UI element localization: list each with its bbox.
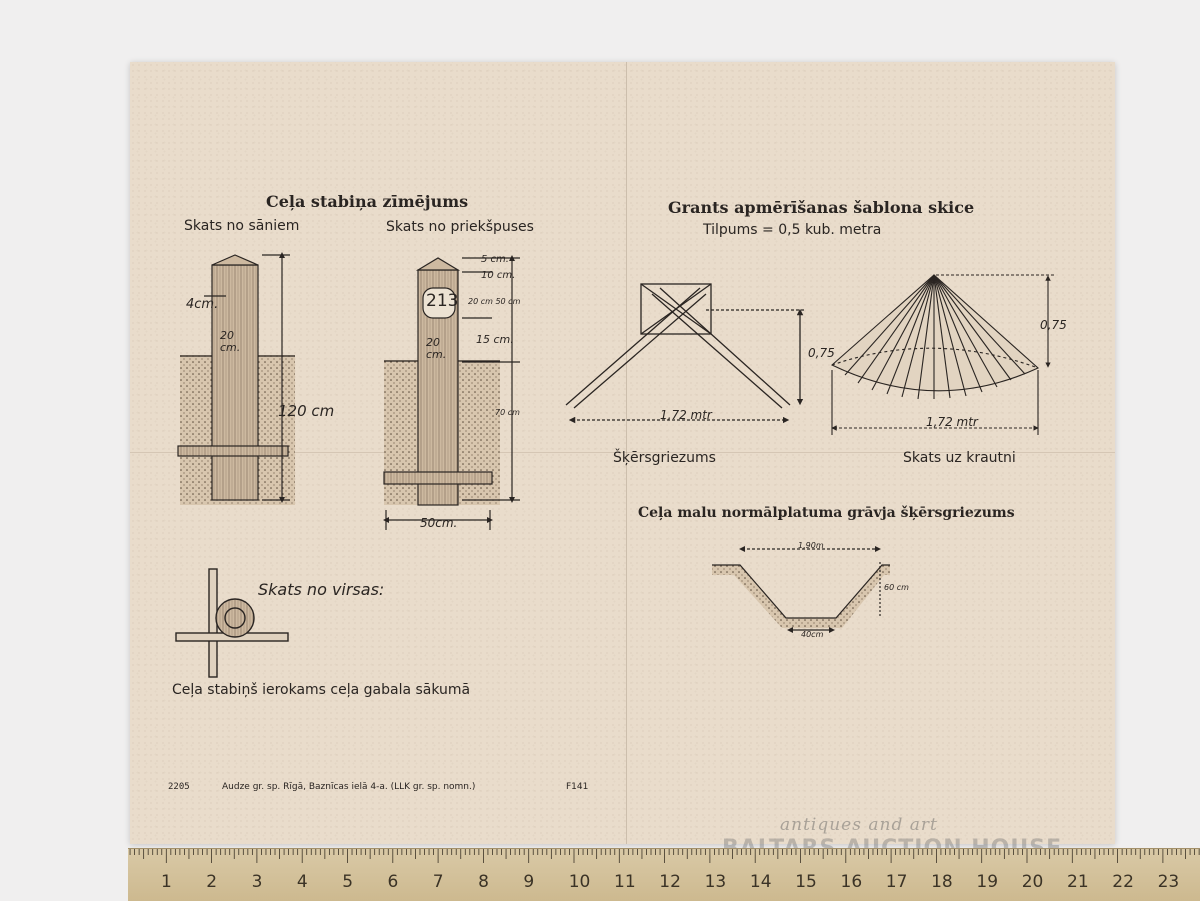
watermark-tagline: antiques and art (780, 815, 938, 835)
dim-20cm-front: 20 cm. (426, 336, 447, 361)
ruler-number: 8 (478, 872, 489, 892)
gravel-pile-view (831, 274, 1056, 435)
fold-line-horizontal (130, 452, 1115, 453)
ruler-number: 6 (387, 872, 399, 892)
front-view-label: Skats no priekšpuses (386, 219, 534, 235)
dim-50cm: 50cm. (420, 516, 458, 530)
ditch-bottom-width: 40cm (801, 630, 824, 639)
dim-5cm: 5 cm. (481, 254, 509, 265)
pile-width-label: 1,72 mtr (926, 415, 978, 429)
post-caption: Ceļa stabiņš ierokams ceļa gabala sākumā (172, 682, 471, 698)
dim-70cm: 70 cm (495, 408, 520, 417)
measuring-ruler: 123456789101112131415161718192021222324 (128, 848, 1200, 901)
ruler-number: 14 (749, 872, 772, 892)
top-view-label: Skats no virsas: (258, 580, 385, 599)
ruler-number: 9 (523, 872, 535, 892)
fold-line-vertical (626, 62, 627, 844)
dim-20cm-side: 20 cm. (220, 329, 241, 354)
pile-height-label: 0,75 (1040, 318, 1067, 332)
side-view-label: Skats no sāniem (184, 218, 300, 234)
ruler-number: 23 (1157, 872, 1180, 892)
ruler-number: 20 (1021, 872, 1044, 892)
cross-section-label: Šķērsgriezums (613, 450, 716, 466)
dim-10cm: 10 cm. (481, 270, 516, 281)
footer-form: F141 (566, 782, 589, 792)
document-sheet (130, 62, 1115, 844)
ruler-number: 11 (614, 872, 636, 892)
dim-20-50: 20 cm 50 cm (468, 297, 521, 306)
ruler-number: 1 (161, 872, 172, 892)
footer-printer: Audze gr. sp. Rīgā, Baznīcas ielā 4-a. (… (222, 782, 476, 792)
ditch-top-width: 1,90m (798, 541, 824, 550)
post-number: 213 (426, 291, 459, 311)
footer-code: 2205 (168, 782, 190, 792)
ruler-number: 4 (296, 872, 308, 892)
ditch-cross-section (712, 546, 890, 633)
post-drawing-title: Ceļa stabiņa zīmējums (266, 192, 469, 211)
ruler-number: 15 (795, 872, 817, 892)
ruler-number: 21 (1067, 872, 1089, 892)
ruler-number: 17 (885, 872, 908, 892)
ruler-ticks (129, 849, 1200, 863)
dim-15cm: 15 cm. (476, 333, 514, 346)
gravel-volume-subtitle: Tilpums = 0,5 kub. metra (703, 222, 882, 238)
ruler-number: 18 (931, 872, 953, 892)
ruler-number: 13 (704, 872, 727, 892)
ditch-depth: 60 cm (884, 583, 909, 592)
ruler-number: 10 (568, 872, 591, 892)
side-view-drawing (177, 252, 295, 505)
top-view-drawing (175, 568, 289, 678)
ruler-number: 3 (251, 872, 263, 892)
dim-4cm: 4cm. (186, 297, 219, 312)
frame-width-label: 1,72 mtr (660, 408, 712, 422)
ruler-number: 2 (206, 872, 218, 892)
ruler-number: 12 (659, 872, 681, 892)
ruler-number: 22 (1112, 872, 1134, 892)
frame-height-label: 0,75 (808, 346, 835, 360)
gravel-template-title: Grants apmērīšanas šablona skice (668, 198, 975, 217)
ruler-number: 7 (432, 872, 444, 892)
gravel-frame-cross-section (565, 283, 806, 424)
ditch-title: Ceļa malu normālplatuma grāvja šķērsgrie… (638, 505, 1015, 521)
ruler-number: 5 (342, 872, 354, 892)
pile-view-label: Skats uz krautni (903, 450, 1016, 466)
front-view-drawing (383, 255, 520, 530)
dim-120cm: 120 cm (278, 402, 335, 420)
ruler-number: 16 (840, 872, 863, 892)
ruler-number: 19 (976, 872, 999, 892)
